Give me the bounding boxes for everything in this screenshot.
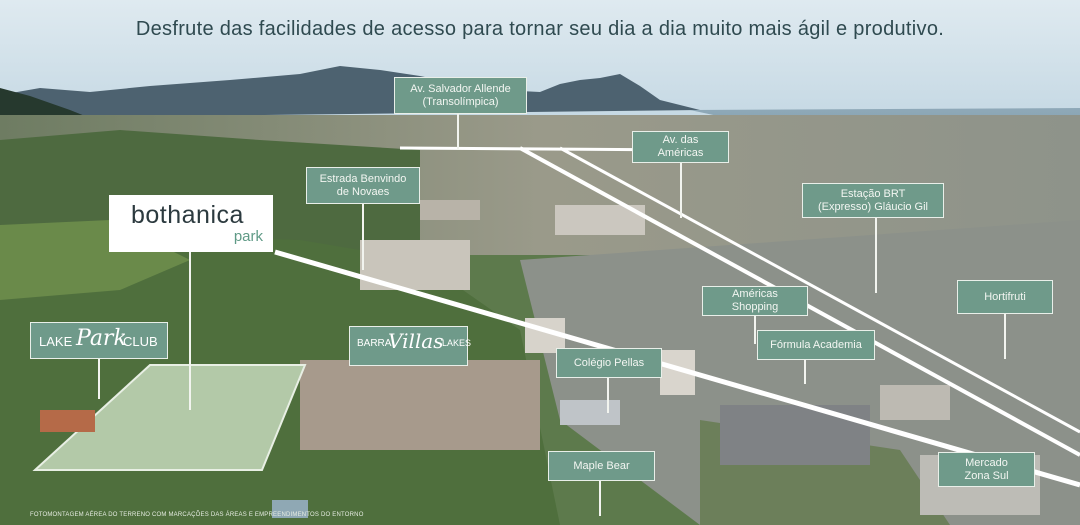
label-maple-bear: Maple Bear xyxy=(548,451,655,481)
label-line: Américas xyxy=(657,147,704,159)
leader-line-formula-academia xyxy=(804,360,806,384)
label-line: (Transolímpica) xyxy=(422,95,499,108)
label-line: Zona Sul xyxy=(964,469,1009,482)
lake-park-club-part1: LAKE xyxy=(39,334,73,349)
leader-line-estacao-brt xyxy=(875,218,877,293)
label-formula-academia: Fórmula Academia xyxy=(757,330,875,360)
label-line: Av. das xyxy=(662,134,699,146)
label-line: Américas xyxy=(732,288,778,300)
label-line: Estação BRT xyxy=(840,187,906,200)
lake-park-club-part3: CLUB xyxy=(123,334,158,349)
leader-line-colegio-pellas xyxy=(607,378,609,413)
barra-villas-part2: Villas xyxy=(388,329,444,353)
bothanica-park-lot xyxy=(32,364,307,471)
label-line: Estrada Benvindo xyxy=(319,172,407,185)
page-headline: Desfrute das facilidades de acesso para … xyxy=(135,18,945,40)
leader-line-salvador-allende xyxy=(457,114,459,150)
leader-line-lake-park-club xyxy=(98,359,100,399)
barra-villas-part1: BARRA xyxy=(357,338,392,349)
label-line: Shopping xyxy=(731,301,779,313)
label-av-americas: Av. das Américas xyxy=(632,131,729,163)
label-line: Av. Salvador Allende xyxy=(410,82,511,95)
barra-villas-lakes-logo: BARRA Villas LAKES xyxy=(349,326,472,366)
photo-footnote: FOTOMONTAGEM AÉREA DO TERRENO COM MARCAÇ… xyxy=(30,512,364,518)
lake-park-club-part2: Park xyxy=(76,326,127,351)
leader-line-hortifruti xyxy=(1004,314,1006,359)
label-mercado-zona-sul: Mercado Zona Sul xyxy=(938,452,1035,487)
label-hortifruti: Hortifruti xyxy=(957,280,1053,314)
leader-line-bothanica xyxy=(189,252,191,410)
barra-villas-part3: LAKES xyxy=(442,338,472,348)
leader-line-maple-bear xyxy=(599,481,601,516)
lake-park-club-logo: LAKE Park CLUB xyxy=(30,322,168,359)
label-salvador-allende: Av. Salvador Allende (Transolímpica) xyxy=(394,77,527,114)
leader-line-americas-shopping xyxy=(754,316,756,344)
label-line: Colégio Pellas xyxy=(573,356,645,369)
bothanica-park-logo: bothanica park xyxy=(109,195,273,252)
leader-line-av-americas xyxy=(680,163,682,218)
label-estrada-benvindo: Estrada Benvindo de Novaes xyxy=(306,167,420,204)
label-estacao-brt: Estação BRT (Expresso) Gláucio Gil xyxy=(802,183,944,218)
brand-name: bothanica xyxy=(131,201,244,229)
label-americas-shopping: Américas Shopping xyxy=(702,286,808,316)
brand-subname: park xyxy=(233,228,263,245)
label-line: Fórmula Academia xyxy=(770,338,862,351)
label-line: de Novaes xyxy=(336,185,390,198)
label-line: Mercado xyxy=(965,456,1008,469)
label-line: Hortifruti xyxy=(984,290,1026,303)
label-line: Maple Bear xyxy=(573,459,630,472)
leader-line-estrada-benvindo xyxy=(362,204,364,270)
label-colegio-pellas: Colégio Pellas xyxy=(556,348,662,378)
label-line: (Expresso) Gláucio Gil xyxy=(817,200,929,213)
